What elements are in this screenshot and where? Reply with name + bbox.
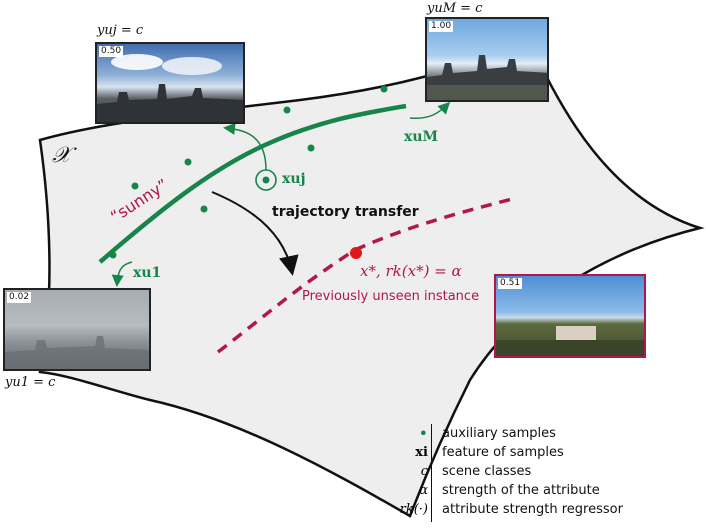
- trajectory-transfer-arrow: [211, 191, 299, 276]
- foggy-city-image: [5, 336, 149, 369]
- legend-description: strength of the attribute: [442, 483, 600, 498]
- photo-thumbnail-uj: 0.50: [95, 42, 245, 124]
- photo-thumbnail-u1: 0.02: [3, 288, 151, 371]
- legend-row: c scene classes: [390, 463, 690, 481]
- legend-symbol: c: [420, 464, 428, 479]
- legend-dot-icon: •: [418, 424, 428, 443]
- feature-label-uM: xuM: [404, 129, 439, 145]
- arrow-to-uM-photo: [409, 101, 451, 120]
- photo-value-badge: 0.02: [7, 292, 32, 303]
- legend-symbol: xi: [415, 445, 428, 460]
- feature-label-u1: xu1: [133, 265, 162, 281]
- legend-description: attribute strength regressor: [442, 502, 623, 517]
- new-instance-point: [350, 247, 362, 259]
- legend-divider: [431, 424, 432, 522]
- photo-value-badge: 0.50: [99, 46, 124, 57]
- photo-thumbnail-new-instance: 0.51: [494, 274, 646, 358]
- photo-value-badge: 0.51: [498, 278, 523, 289]
- photo-value-badge: 1.00: [429, 21, 454, 32]
- city-skyline-image: [97, 54, 243, 122]
- field-view-image: [496, 326, 644, 356]
- feature-label-uj: xuj: [282, 171, 306, 187]
- new-instance-trajectory: [216, 197, 513, 354]
- legend-row: rk(·) attribute strength regressor: [390, 501, 690, 519]
- auxiliary-sample-dot: [184, 158, 192, 166]
- auxiliary-sample-dot: [380, 85, 388, 93]
- legend-description: scene classes: [442, 464, 532, 479]
- legend-description: auxiliary samples: [442, 426, 556, 441]
- new-instance-text-label: Previously unseen instance: [302, 289, 480, 304]
- photo-caption-u1: yu1 = c: [5, 375, 56, 390]
- auxiliary-sample-dots: [131, 85, 388, 213]
- photo-thumbnail-uM: 1.00: [425, 17, 549, 102]
- new-instance-math-label: x*, rk(x*) = α: [360, 262, 462, 280]
- sample-point-u1: [109, 251, 117, 259]
- auxiliary-sample-dot: [131, 182, 139, 190]
- legend-row: α strength of the attribute: [390, 482, 690, 500]
- trajectory-transfer-label: trajectory transfer: [272, 204, 419, 220]
- legend-symbol: rk(·): [399, 502, 428, 517]
- photo-caption-uM: yuM = c: [427, 1, 483, 16]
- sunny-trajectory-curve: [98, 103, 407, 264]
- legend-row: xi feature of samples: [390, 444, 690, 462]
- legend-description: feature of samples: [442, 445, 564, 460]
- photo-caption-uj: yuj = c: [97, 23, 144, 38]
- arrow-to-u1-photo: [111, 261, 133, 287]
- legend-row: • auxiliary samples: [390, 425, 690, 443]
- sample-point-uj: [262, 176, 270, 184]
- legend-symbol: α: [419, 483, 428, 498]
- auxiliary-sample-dot: [283, 106, 291, 114]
- auxiliary-sample-dot: [307, 144, 315, 152]
- space-label: 𝒳: [52, 143, 71, 168]
- city-skyline-image: [427, 55, 547, 100]
- arrow-to-uj-photo: [223, 122, 267, 171]
- auxiliary-sample-dot: [200, 205, 208, 213]
